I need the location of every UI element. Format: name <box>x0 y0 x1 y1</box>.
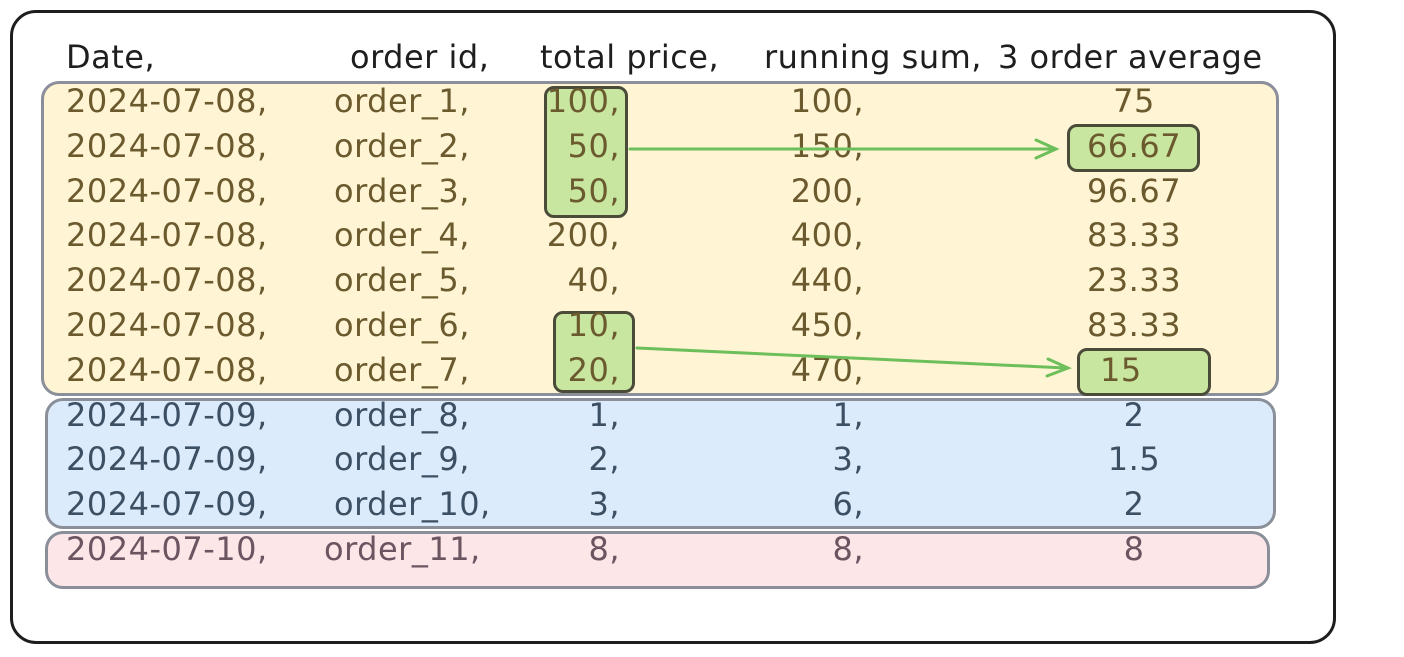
cell-date: 2024-07-08, <box>66 261 268 299</box>
cell-date: 2024-07-08, <box>66 82 268 120</box>
cell-avg: 66.67 <box>1086 127 1182 165</box>
cell-price: 20, <box>567 351 620 389</box>
cell-sum: 450, <box>790 306 864 344</box>
cell-sum: 6, <box>832 485 864 523</box>
cell-price: 200, <box>546 216 620 254</box>
cell-sum: 470, <box>790 351 864 389</box>
highlight-prices-orders-6-7 <box>553 311 635 393</box>
cell-order: order_2, <box>334 127 470 165</box>
cell-date: 2024-07-08, <box>66 172 268 210</box>
cell-avg: 96.67 <box>1086 172 1182 210</box>
cell-order: order_6, <box>334 306 470 344</box>
cell-sum: 8, <box>832 530 864 568</box>
cell-avg: 23.33 <box>1086 261 1182 299</box>
cell-sum: 200, <box>790 172 864 210</box>
group-2024-07-10 <box>45 531 1270 589</box>
cell-date: 2024-07-10, <box>66 530 268 568</box>
cell-sum: 3, <box>832 440 864 478</box>
cell-order: order_4, <box>334 216 470 254</box>
cell-sum: 150, <box>790 127 864 165</box>
cell-price: 50, <box>567 172 620 210</box>
cell-sum: 440, <box>790 261 864 299</box>
cell-order: order_5, <box>334 261 470 299</box>
header-3-order-average: 3 order average <box>998 38 1263 76</box>
cell-sum: 100, <box>790 82 864 120</box>
cell-price: 10, <box>567 306 620 344</box>
cell-date: 2024-07-09, <box>66 396 268 434</box>
highlight-prices-orders-1-3 <box>544 86 628 218</box>
cell-price: 1, <box>588 396 620 434</box>
cell-avg: 2 <box>1123 485 1145 523</box>
cell-price: 8, <box>588 530 620 568</box>
cell-order: order_11, <box>324 530 481 568</box>
cell-avg: 8 <box>1123 530 1145 568</box>
cell-date: 2024-07-08, <box>66 127 268 165</box>
cell-price: 3, <box>588 485 620 523</box>
cell-order: order_10, <box>334 485 491 523</box>
cell-date: 2024-07-08, <box>66 351 268 389</box>
cell-date: 2024-07-08, <box>66 306 268 344</box>
cell-date: 2024-07-08, <box>66 216 268 254</box>
cell-avg: 15 <box>1100 351 1142 389</box>
cell-avg: 1.5 <box>1107 440 1161 478</box>
header-total-price: total price, <box>540 38 720 76</box>
cell-sum: 400, <box>790 216 864 254</box>
group-2024-07-09 <box>45 398 1276 529</box>
cell-date: 2024-07-09, <box>66 485 268 523</box>
cell-avg: 83.33 <box>1086 216 1182 254</box>
header-date: Date, <box>66 38 156 76</box>
highlight-avg-order-7 <box>1077 348 1211 396</box>
cell-order: order_7, <box>334 351 470 389</box>
cell-order: order_8, <box>334 396 470 434</box>
cell-order: order_3, <box>334 172 470 210</box>
highlight-avg-order-2 <box>1067 124 1200 172</box>
header-order-id: order id, <box>350 38 490 76</box>
outer-frame <box>10 10 1336 644</box>
cell-order: order_9, <box>334 440 470 478</box>
cell-sum: 1, <box>832 396 864 434</box>
header-running-sum: running sum, <box>764 38 982 76</box>
cell-avg: 83.33 <box>1086 306 1182 344</box>
cell-avg: 2 <box>1123 396 1145 434</box>
cell-price: 50, <box>567 127 620 165</box>
cell-order: order_1, <box>334 82 470 120</box>
cell-date: 2024-07-09, <box>66 440 268 478</box>
cell-price: 100, <box>546 82 620 120</box>
cell-price: 2, <box>588 440 620 478</box>
cell-avg: 75 <box>1113 82 1155 120</box>
cell-price: 40, <box>567 261 620 299</box>
